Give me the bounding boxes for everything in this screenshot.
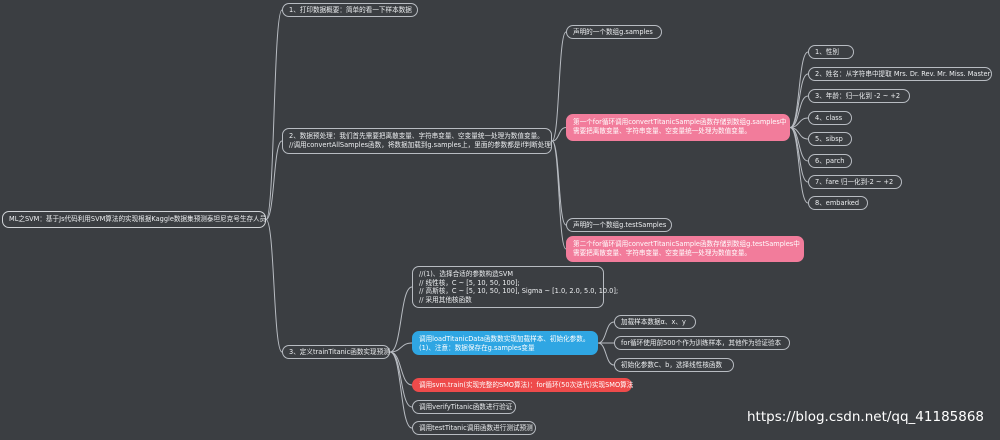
mind-map-node-step1[interactable]: 1、打印数据概要：简单的看一下样本数据 bbox=[282, 3, 418, 17]
connector-root-n2 bbox=[265, 140, 283, 220]
connector-root-n1 bbox=[265, 9, 283, 220]
mind-map-node-test-samples-array[interactable]: 声明的一个数组g.testSamples bbox=[566, 218, 672, 232]
mind-map-node-feature-sex[interactable]: 1、性别 bbox=[808, 45, 854, 59]
connector-n2b-f3 bbox=[789, 95, 809, 128]
mind-map-node-samples-array[interactable]: 声明的一个数组g.samples bbox=[566, 25, 662, 39]
mind-map-node-feature-fare[interactable]: 7、fare 归一化到-2 ~ +2 bbox=[808, 175, 902, 189]
connector-n3b-b3 bbox=[597, 342, 615, 366]
connector-n3-n3d bbox=[389, 351, 413, 408]
connector-n2-n2c bbox=[551, 140, 567, 226]
mind-map-node-init-params[interactable]: 初始化参数C、b，选择线性核函数 bbox=[614, 358, 734, 372]
mind-map-node-feature-name[interactable]: 2、姓名：从字符串中提取 Mrs. Dr. Rev. Mr. Miss. Mas… bbox=[808, 67, 992, 81]
mind-map-node-feature-class[interactable]: 4、class bbox=[808, 111, 852, 125]
connector-n2-n2d bbox=[551, 140, 567, 250]
mind-map-node-feature-sibsp[interactable]: 5、sibsp bbox=[808, 132, 852, 146]
connector-n2b-f4 bbox=[789, 117, 809, 128]
mind-map-node-load-samples[interactable]: 加载样本数据α、x、y bbox=[614, 315, 696, 329]
mind-map-node-load-data[interactable]: 调用loadTitanicData函数数实现加载样本、初始化参数。 (1)、注意… bbox=[412, 331, 598, 355]
connector-n2-n2a bbox=[551, 31, 567, 142]
connector-n3b-b1 bbox=[597, 321, 615, 344]
connector-n2b-f1 bbox=[789, 51, 809, 128]
mind-map-node-step3[interactable]: 3、定义trainTitanic函数实现预测 bbox=[282, 345, 390, 359]
mind-map-node-test[interactable]: 调用testTitanic调用函数进行测试预测 bbox=[412, 421, 536, 435]
mind-map-node-svm-params[interactable]: //(1)、选择合适的参数构造SVM // 线性核，C ~ [5, 10, 50… bbox=[412, 266, 618, 308]
connector-n2b-f2 bbox=[789, 73, 809, 128]
connector-root-n3 bbox=[265, 219, 283, 353]
mind-map-node-step2[interactable]: 2、数据预处理：我们首先需要把离散变量、字符串变量、空变量统一处理为数值变量。 … bbox=[282, 128, 552, 154]
connector-n2b-f7 bbox=[789, 127, 809, 183]
connector-n2-n2b bbox=[551, 127, 567, 142]
mind-map-node-feature-embarked[interactable]: 8、embarked bbox=[808, 196, 868, 210]
mind-map-node-verify[interactable]: 调用verifyTitanic函数进行验证 bbox=[412, 400, 516, 414]
connector-n2b-f8 bbox=[789, 127, 809, 204]
mind-map-node-feature-parch[interactable]: 6、parch bbox=[808, 154, 852, 168]
connector-n3-n3b bbox=[389, 342, 413, 353]
mind-map-node-svm-train[interactable]: 调用svm.train(实现完整的SMO算法)：for循环(50次迭代)实现SM… bbox=[412, 378, 633, 392]
mind-map-root-node[interactable]: ML之SVM：基于Js代码利用SVM算法的实现根据Kaggle数据集预测泰坦尼克… bbox=[2, 211, 266, 228]
connector-n3-n3e bbox=[389, 351, 413, 429]
connector-n3-n3a bbox=[389, 286, 413, 353]
mind-map-node-first-loop[interactable]: 第一个for循环调用convertTitanicSample函数存储到数组g.s… bbox=[566, 114, 790, 141]
mind-map-node-second-loop[interactable]: 第二个for循环调用convertTitanicSample函数存储到数组g.t… bbox=[566, 236, 804, 262]
watermark-url: https://blog.csdn.net/qq_41185868 bbox=[747, 409, 985, 425]
mind-map-node-train-split[interactable]: for循环使用前500个作为训练样本，其他作为验证验本 bbox=[614, 336, 790, 350]
mind-map-node-feature-age[interactable]: 3、年龄：归一化到 -2 ~ +2 bbox=[808, 89, 910, 103]
